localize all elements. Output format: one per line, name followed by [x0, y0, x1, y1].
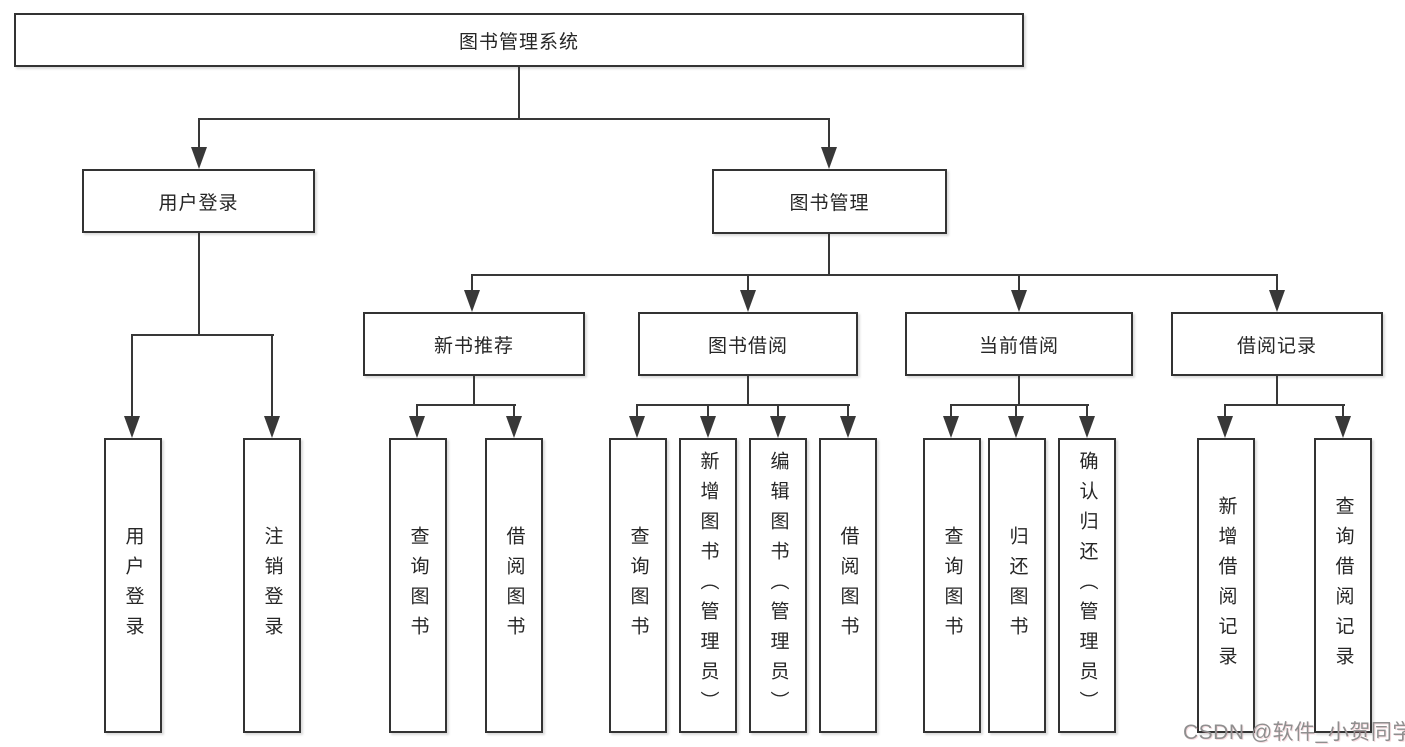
node-book-management: 图书管理 — [712, 169, 947, 234]
arrowhead-icon — [1011, 290, 1027, 312]
connector-line — [416, 404, 418, 420]
connector-line — [777, 404, 779, 420]
arrowhead-icon — [1217, 416, 1233, 438]
connector-line — [636, 404, 638, 420]
connector-line — [518, 67, 520, 119]
leaf-query-books-borrowing: 查询图书 — [609, 438, 667, 733]
leaf-label: 查询图书 — [627, 525, 649, 646]
leaf-label: 注销登录 — [261, 525, 283, 646]
arrowhead-icon — [1008, 416, 1024, 438]
connector-line — [271, 334, 273, 420]
connector-line — [950, 404, 1089, 406]
arrowhead-icon — [770, 416, 786, 438]
arrowhead-icon — [700, 416, 716, 438]
leaf-return-books: 归还图书 — [988, 438, 1046, 733]
leaf-label: 新增借阅记录 — [1215, 495, 1237, 676]
leaf-query-books-current: 查询图书 — [923, 438, 981, 733]
csdn-watermark: CSDN @软件_小贺同学 — [1183, 721, 1405, 744]
leaf-label: 查询借阅记录 — [1332, 495, 1354, 676]
connector-line — [747, 274, 749, 292]
connector-line — [471, 274, 473, 292]
connector-line — [198, 118, 200, 150]
arrowhead-icon — [1269, 290, 1285, 312]
leaf-confirm-return-admin: 确认归还（管理员） — [1058, 438, 1116, 733]
arrowhead-icon — [1335, 416, 1351, 438]
leaf-label: 借阅图书 — [503, 525, 525, 646]
leaf-borrow-books: 借阅图书 — [819, 438, 877, 733]
connector-line — [1224, 404, 1226, 420]
node-current-borrowing: 当前借阅 — [905, 312, 1133, 376]
node-new-book-recommendation: 新书推荐 — [363, 312, 585, 376]
connector-line — [828, 234, 830, 276]
connector-line — [1276, 376, 1278, 406]
connector-line — [473, 376, 475, 406]
leaf-label: 借阅图书 — [837, 525, 859, 646]
leaf-label: 归还图书 — [1006, 525, 1028, 646]
node-library-management-system: 图书管理系统 — [14, 13, 1024, 67]
leaf-label: 查询图书 — [941, 525, 963, 646]
connector-line — [1342, 404, 1344, 420]
connector-line — [747, 376, 749, 406]
connector-line — [513, 404, 515, 420]
connector-line — [131, 334, 133, 420]
connector-line — [950, 404, 952, 420]
arrowhead-icon — [409, 416, 425, 438]
arrowhead-icon — [191, 147, 207, 169]
connector-line — [1018, 376, 1020, 406]
leaf-borrow-books-recommend: 借阅图书 — [485, 438, 543, 733]
connector-line — [198, 233, 200, 336]
arrowhead-icon — [840, 416, 856, 438]
connector-line — [1015, 404, 1017, 420]
connector-line — [707, 404, 709, 420]
arrowhead-icon — [821, 147, 837, 169]
connector-line — [636, 404, 850, 406]
arrowhead-icon — [943, 416, 959, 438]
connector-line — [1086, 404, 1088, 420]
leaf-query-books-recommend: 查询图书 — [389, 438, 447, 733]
leaf-add-books-admin: 新增图书（管理员） — [679, 438, 737, 733]
connector-line — [828, 118, 830, 150]
leaf-edit-books-admin: 编辑图书（管理员） — [749, 438, 807, 733]
connector-line — [1224, 404, 1345, 406]
arrowhead-icon — [1079, 416, 1095, 438]
leaf-user-login: 用户登录 — [104, 438, 162, 733]
leaf-label: 查询图书 — [407, 525, 429, 646]
arrowhead-icon — [629, 416, 645, 438]
arrowhead-icon — [124, 416, 140, 438]
node-book-borrowing: 图书借阅 — [638, 312, 858, 376]
connector-line — [131, 334, 274, 336]
leaf-query-borrow-record: 查询借阅记录 — [1314, 438, 1372, 733]
arrowhead-icon — [506, 416, 522, 438]
node-user-login: 用户登录 — [82, 169, 315, 233]
connector-line — [1018, 274, 1020, 292]
arrowhead-icon — [740, 290, 756, 312]
leaf-label: 用户登录 — [122, 525, 144, 646]
connector-line — [471, 274, 1278, 276]
connector-line — [847, 404, 849, 420]
connector-line — [198, 118, 830, 120]
leaf-label: 编辑图书（管理员） — [767, 450, 789, 721]
connector-line — [416, 404, 516, 406]
leaf-add-borrow-record: 新增借阅记录 — [1197, 438, 1255, 733]
leaf-logout: 注销登录 — [243, 438, 301, 733]
node-borrowing-records: 借阅记录 — [1171, 312, 1383, 376]
connector-line — [1276, 274, 1278, 292]
leaf-label: 新增图书（管理员） — [697, 450, 719, 721]
arrowhead-icon — [264, 416, 280, 438]
arrowhead-icon — [464, 290, 480, 312]
leaf-label: 确认归还（管理员） — [1076, 450, 1098, 721]
